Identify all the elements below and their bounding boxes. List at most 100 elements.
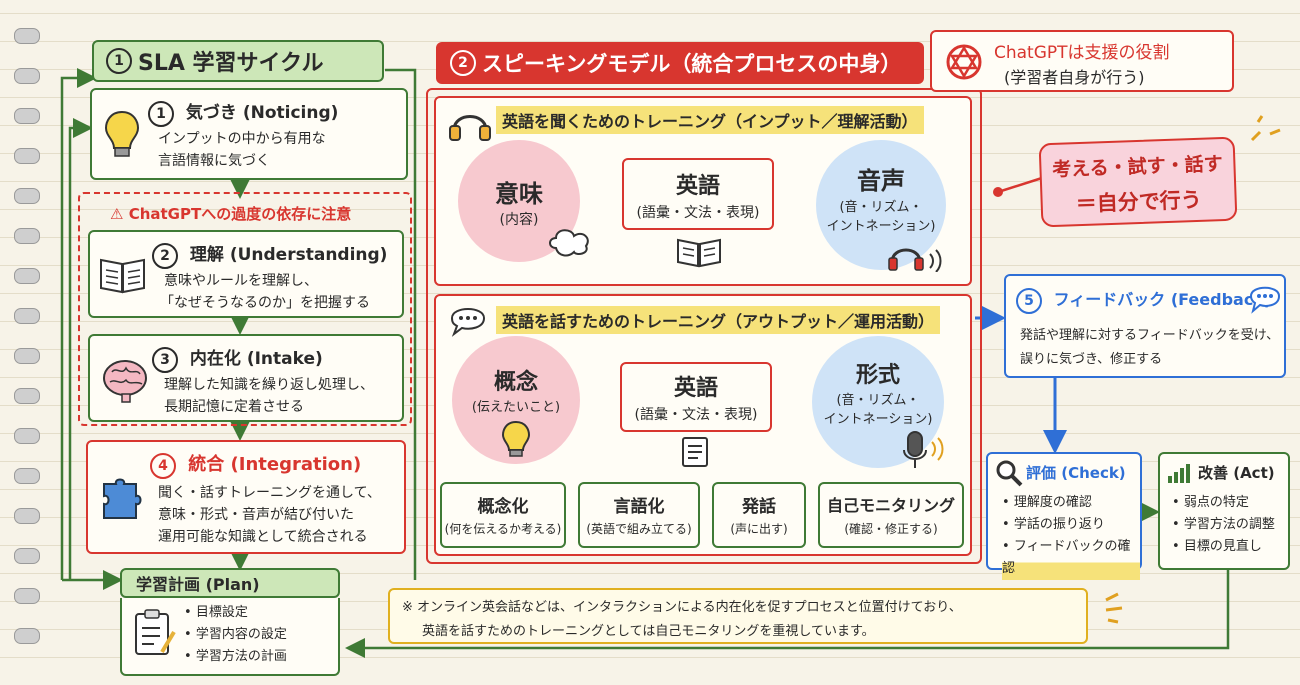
step-conceptualization: 概念化 (何を伝えるか考える) [440, 482, 566, 548]
feedback-title: フィードバック (Feedback) [1053, 290, 1272, 309]
meaning-sub: (内容) [499, 211, 539, 228]
chatgpt-role-sub: (学習者自身が行う) [1004, 68, 1145, 87]
form-sub-2: イントネーション) [823, 412, 933, 427]
microphone-icon [898, 428, 950, 474]
check-list: 理解度の確認 学話の振り返り フィードバックの確認 [1002, 492, 1140, 580]
integration-number: 4 [150, 453, 176, 479]
warning-label: ⚠ ChatGPTへの過度の依存に注意 [110, 205, 352, 223]
speech-bubble-icon [448, 302, 488, 342]
speaking-model-frame [426, 88, 982, 564]
step-sub: (何を伝えるか考える) [444, 522, 562, 536]
chatgpt-logo-icon [942, 40, 986, 88]
integration-desc-2: 意味・形式・音声が結び付いた [158, 507, 354, 523]
speaking-model-title: 2 スピーキングモデル（統合プロセスの中身） [436, 42, 924, 84]
listening-english-sub: (語彙・文法・表現) [636, 205, 760, 221]
sound-sub-2: イントネーション) [826, 218, 936, 234]
chatgpt-support-box: ChatGPTは支援の役割 (学習者自身が行う) [930, 30, 1234, 92]
note-sparkle-icon [1100, 590, 1136, 630]
integration-title: 統合 (Integration) [188, 454, 362, 475]
think-line-2: ＝自分で行う [1075, 187, 1203, 217]
act-card: 改善 (Act) 弱点の特定 学習方法の調整 目標の見直し [1158, 452, 1290, 570]
intake-number: 3 [152, 347, 178, 373]
check-item: フィードバックの確認 [1002, 536, 1140, 580]
magnifier-icon [994, 458, 1024, 492]
check-title: 評価 (Check) [1026, 464, 1126, 482]
sound-sub-1: (音・リズム・ [839, 199, 923, 215]
plan-card: 目標設定 学習内容の設定 学習方法の計画 [120, 598, 340, 676]
note-box: ※ オンライン英会話などは、インタラクションによる内在化を促すプロセスと位置付け… [388, 588, 1088, 644]
understanding-desc-1: 意味やルールを理解し、 [164, 273, 318, 289]
feedback-desc-1: 発話や理解に対するフィードバックを受け、 [1020, 328, 1280, 343]
feedback-desc-2: 誤りに気づき、修正する [1020, 352, 1163, 367]
chatgpt-role-text: ChatGPTは支援の役割 [994, 43, 1170, 63]
sound-circle: 音声 (音・リズム・ イントネーション) [816, 140, 946, 270]
noticing-desc-1: インプットの中から有用な [158, 131, 326, 147]
step-main: 概念化 [477, 497, 529, 517]
puzzle-icon [98, 474, 144, 528]
feedback-number: 5 [1016, 288, 1042, 314]
sla-cycle-title: 1 SLA 学習サイクル [92, 40, 384, 82]
form-sub-1: (音・リズム・ [836, 393, 920, 408]
act-title: 改善 (Act) [1198, 464, 1275, 482]
chat-dots-icon [1248, 282, 1282, 318]
document-icon [680, 436, 710, 472]
check-item: 理解度の確認 [1002, 492, 1140, 514]
feedback-card: 5 フィードバック (Feedback) 発話や理解に対するフィードバックを受け… [1004, 274, 1286, 378]
talking-title: 英語を話すためのトレーニング（アウトプット／運用活動） [496, 306, 941, 334]
note-mark: ※ [402, 600, 413, 615]
step-formulation: 言語化 (英語で組み立てる) [578, 482, 700, 548]
plan-title: 学習計画 (Plan) [120, 568, 340, 598]
noticing-number: 1 [148, 101, 174, 127]
listening-english-box: 英語 (語彙・文法・表現) [622, 158, 774, 230]
intake-desc-2: 長期記憶に定着させる [164, 399, 304, 415]
lightbulb-small-icon [498, 418, 534, 462]
concept-sub: (伝えたいこと) [471, 399, 561, 415]
understanding-title: 理解 (Understanding) [189, 245, 388, 265]
noticing-title: 気づき (Noticing) [185, 103, 339, 123]
noticing-card: 1 気づき (Noticing) インプットの中から有用な 言語情報に気づく [90, 88, 408, 180]
headphones-icon [448, 104, 492, 148]
meaning-circle: 意味 (内容) [458, 140, 580, 262]
warning-icon: ⚠ [110, 205, 124, 223]
thought-cloud-icon [546, 224, 596, 264]
intake-desc-1: 理解した知識を繰り返し処理し、 [164, 377, 374, 393]
plan-item: 学習内容の設定 [184, 624, 287, 646]
step-sub: (確認・修正する) [844, 522, 938, 536]
overdependence-warning-group [78, 192, 412, 426]
step-sub: (英語で組み立てる) [586, 522, 692, 536]
think-line-1: 考える・試す・話す [1051, 153, 1224, 181]
understanding-card: 2 理解 (Understanding) 意味やルールを理解し、 「なぜそうなる… [88, 230, 404, 318]
integration-desc-1: 聞く・話すトレーニングを通して、 [158, 485, 381, 501]
integration-card: 4 統合 (Integration) 聞く・話すトレーニングを通して、 意味・形… [86, 440, 406, 554]
book-icon [98, 254, 148, 298]
bar-chart-icon [1166, 462, 1192, 488]
intake-title: 内在化 (Intake) [189, 349, 323, 369]
lightbulb-icon [102, 108, 142, 166]
brain-icon [100, 354, 150, 408]
meaning-label: 意味 [495, 179, 543, 208]
note-line-2: 英語を話すためのトレーニングとしては自己モニタリングを重視しています。 [422, 624, 875, 639]
integration-desc-3: 運用可能な知識として統合される [158, 529, 368, 545]
speaking-number-badge: 2 [450, 50, 476, 76]
checklist-icon [132, 608, 176, 662]
listening-title: 英語を聞くためのトレーニング（インプット／理解活動） [496, 106, 924, 134]
understanding-desc-2: 「なぜそうなるのか」を把握する [160, 295, 370, 311]
headset-audio-icon [888, 240, 942, 276]
act-list: 弱点の特定 学習方法の調整 目標の見直し [1172, 492, 1275, 558]
act-item: 目標の見直し [1172, 536, 1275, 558]
act-item: 学習方法の調整 [1172, 514, 1275, 536]
plan-list: 目標設定 学習内容の設定 学習方法の計画 [184, 602, 287, 668]
think-try-speak-box: 考える・試す・話す ＝自分で行う [1038, 136, 1238, 228]
act-item: 弱点の特定 [1172, 492, 1275, 514]
check-card: 評価 (Check) 理解度の確認 学話の振り返り フィードバックの確認 [986, 452, 1142, 580]
plan-item: 目標設定 [184, 602, 287, 624]
talking-english-label: 英語 [673, 376, 718, 401]
concept-label: 概念 [493, 369, 538, 395]
plan-item: 学習方法の計画 [184, 646, 287, 668]
intake-card: 3 内在化 (Intake) 理解した知識を繰り返し処理し、 長期記憶に定着させ… [88, 334, 404, 422]
open-book-icon [676, 236, 722, 272]
understanding-number: 2 [152, 243, 178, 269]
note-line-1: オンライン英会話などは、インタラクションによる内在化を促すプロセスと位置付けてお… [417, 600, 962, 615]
noticing-desc-2: 言語情報に気づく [158, 153, 270, 169]
step-sub: (声に出す) [730, 522, 788, 536]
